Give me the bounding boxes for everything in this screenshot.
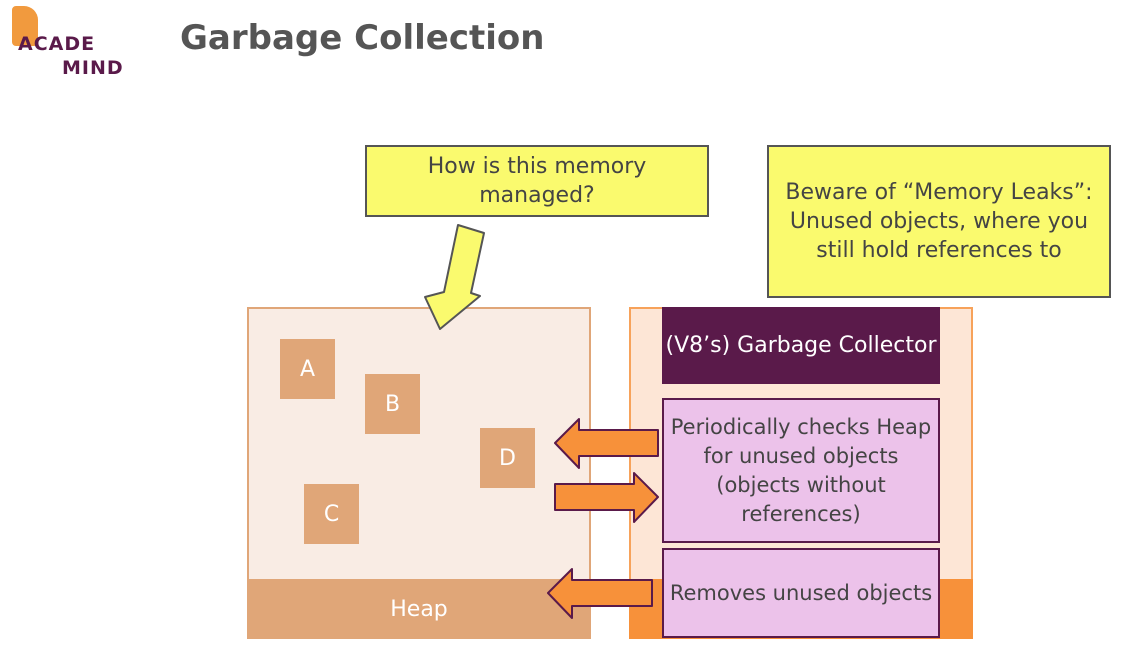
check-left-arrow-icon: [554, 418, 659, 469]
heap-object-a-label: A: [299, 356, 316, 382]
logo-text-line2: MIND: [62, 57, 124, 79]
memory-leak-text: Beware of “Memory Leaks”: Unused objects…: [785, 180, 1093, 263]
logo-text-line1: ACADE: [18, 33, 96, 55]
question-down-arrow-icon: [424, 224, 485, 330]
heap-object-a: A: [280, 339, 335, 399]
heap-object-b: B: [365, 374, 420, 434]
remove-objects-text: Removes unused objects: [669, 580, 933, 605]
heap-label: Heap: [390, 596, 448, 622]
heap-object-c-label: C: [323, 501, 340, 527]
heap-object-b-label: B: [384, 391, 401, 417]
heap-object-d: D: [480, 428, 535, 488]
page-title: Garbage Collection: [180, 18, 545, 58]
memory-question-callout: How is this memory managed?: [365, 145, 709, 217]
periodic-check-box: Periodically checks Heap for unused obje…: [662, 398, 940, 543]
remove-left-arrow-icon: [547, 568, 653, 619]
memory-leak-callout: Beware of “Memory Leaks”: Unused objects…: [767, 145, 1111, 298]
heap-object-c: C: [304, 484, 359, 544]
check-right-arrow-icon: [554, 472, 659, 523]
memory-question-text: How is this memory managed?: [427, 154, 647, 208]
periodic-check-text: Periodically checks Heap for unused obje…: [670, 414, 932, 526]
heap-object-d-label: D: [499, 445, 516, 471]
logo-mark: [12, 6, 38, 46]
remove-objects-box: Removes unused objects: [662, 548, 940, 638]
garbage-collector-title: (V8’s) Garbage Collector: [665, 332, 937, 358]
heap-label-bar: Heap: [247, 579, 591, 639]
garbage-collector-title-box: (V8’s) Garbage Collector: [662, 307, 940, 384]
